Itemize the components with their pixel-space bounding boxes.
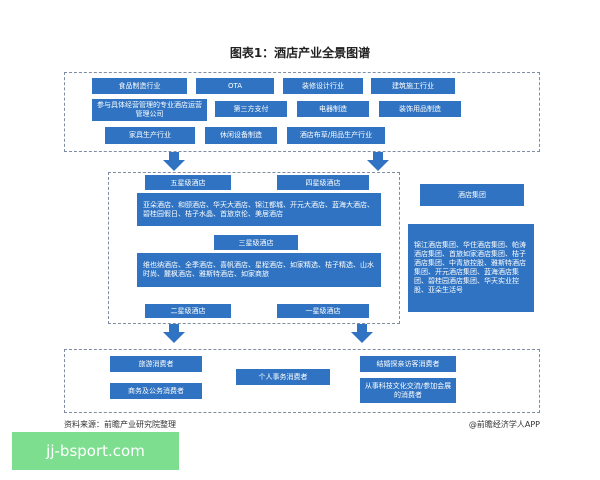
consumer-explore-box: 结婚探亲访客消费者 — [360, 356, 456, 372]
arrow-down-icon — [367, 160, 389, 171]
upstream-leisure-box: 休闲设备制造 — [205, 127, 277, 144]
midstream-region — [108, 172, 400, 324]
upstream-food-box: 食品制造行业 — [92, 78, 187, 94]
source-note: 资料来源：前瞻产业研究院整理 — [64, 420, 176, 429]
upstream-design-box: 装修设计行业 — [283, 78, 363, 94]
three-star-brands: 维也纳酒店、全季酒店、喜帆酒店、星程酒店、如家精选、桔子精选、山水时尚、麓枫酒店… — [137, 253, 381, 287]
consumer-tech-box: 从事科技文化交流/参加会展的消费者 — [360, 378, 456, 403]
arrow-shaft-left-lower — [169, 324, 179, 332]
one-star-header: 一星级酒店 — [277, 304, 369, 318]
upstream-construction-box: 建筑施工行业 — [371, 78, 455, 94]
three-star-header: 三星级酒店 — [214, 235, 298, 250]
downstream-region — [64, 349, 540, 413]
arrow-down-icon — [351, 332, 373, 343]
diagram-title: 图表1：酒店产业全景图谱 — [229, 46, 371, 60]
arrow-shaft-right-lower — [357, 324, 367, 332]
upstream-ota-box: OTA — [196, 78, 274, 94]
upstream-furniture-box: 家具生产行业 — [105, 127, 195, 144]
arrow-down-icon — [163, 332, 185, 343]
hotel-group-header: 酒店集团 — [420, 184, 524, 206]
upstream-operator-box: 参与具体经营管理的专业酒店运营管理公司 — [92, 99, 207, 121]
consumer-business-box: 商务及公务消费者 — [110, 383, 202, 399]
site-badge[interactable]: jj-bsport.com — [12, 432, 179, 470]
consumer-leisure-box: 旅游消费者 — [110, 356, 202, 372]
upstream-linen-box: 酒店布草/用品生产行业 — [287, 127, 385, 144]
credit-note: @前瞻经济学人APP — [468, 420, 540, 429]
arrow-shaft-left — [169, 152, 179, 160]
two-star-header: 二星级酒店 — [145, 304, 231, 318]
four-star-header: 四星级酒店 — [277, 175, 369, 190]
arrow-shaft-right — [373, 152, 383, 160]
arrow-down-icon — [163, 160, 185, 171]
five-star-header: 五星级酒店 — [145, 175, 231, 190]
upstream-region — [64, 72, 540, 152]
upstream-decor-box: 装饰用品制造 — [379, 101, 461, 117]
hotel-group-members: 锦江酒店集团、华住酒店集团、帕涛酒店集团、首旅如家酒店集团、桔子酒店集团、中青旅… — [408, 224, 534, 312]
upstream-payment-box: 第三方支付 — [215, 101, 287, 117]
upstream-electrical-box: 电器制造 — [297, 101, 369, 117]
consumer-personal-box: 个人事务消费者 — [236, 369, 330, 385]
five-four-star-brands: 亚朵酒店、和颐酒店、华天大酒店、锦江都城、开元大酒店、蓝海大酒店、碧桂园假日、桔… — [137, 193, 381, 226]
